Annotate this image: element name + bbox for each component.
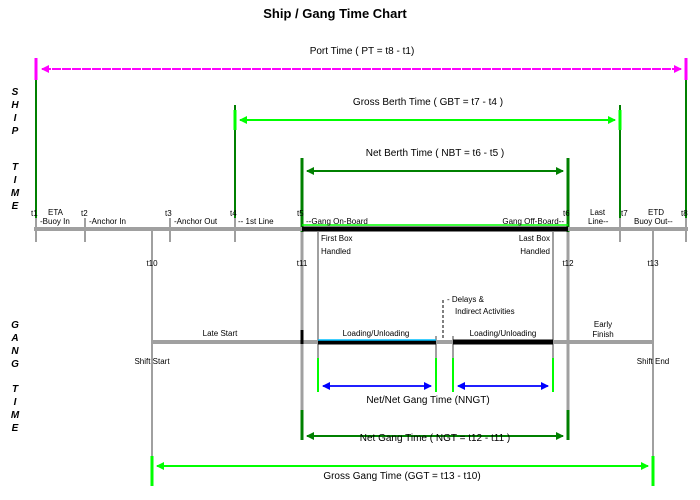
shift-end-label: Shift End [637, 357, 669, 366]
t1-label: t1 [31, 209, 38, 218]
t2-label: t2 [81, 209, 88, 218]
side-letter: E [12, 423, 19, 434]
t3-label: t3 [165, 209, 172, 218]
first-box-handled-label: Handled [321, 247, 351, 256]
side-letter: A [10, 333, 18, 344]
t5-label: t5 [297, 209, 304, 218]
etd-label: ETD [648, 208, 664, 217]
side-letter: T [12, 162, 19, 173]
side-letter: M [11, 188, 20, 199]
indirect-activities-label: Indirect Activities [455, 307, 515, 316]
t11-label: t11 [297, 259, 308, 268]
net-gang-label: Net Gang Time ( NGT = t12 - t11 ) [360, 433, 511, 444]
side-letter: I [14, 113, 17, 124]
t12-label: t12 [562, 259, 574, 268]
first-line-label: -- 1st Line [238, 217, 274, 226]
gross-gang-label: Gross Gang Time (GGT = t13 - t10) [323, 471, 480, 482]
t6-label: t6 [563, 209, 570, 218]
gross-berth-label: Gross Berth Time ( GBT = t7 - t4 ) [353, 97, 503, 108]
loading-label-2: Loading/Unloading [470, 329, 537, 338]
side-letter: H [11, 100, 19, 111]
nngt-label: Net/Net Gang Time (NNGT) [366, 395, 489, 406]
t10-label: t10 [146, 259, 158, 268]
t13-label: t13 [647, 259, 659, 268]
side-letter: I [14, 397, 17, 408]
last-box-label: Last Box [519, 234, 550, 243]
t7-label: t7 [621, 209, 628, 218]
chart-title: Ship / Gang Time Chart [263, 6, 407, 21]
t4-label: t4 [230, 209, 237, 218]
side-letter: E [12, 201, 19, 212]
buoy-out-label: Buoy Out-- [634, 217, 673, 226]
gang-on-board-label: --Gang On-Board [306, 217, 368, 226]
net-berth-label: Net Berth Time ( NBT = t6 - t5 ) [366, 148, 504, 159]
ship-time-side-label: S H I P T I M E [11, 87, 20, 212]
shift-start-label: Shift Start [134, 357, 170, 366]
delays-label: - Delays & [447, 295, 485, 304]
last-label: Last [590, 208, 606, 217]
eta-label: ETA [48, 208, 64, 217]
gang-off-board-label: Gang Off-Board-- [502, 217, 564, 226]
line-label: Line-- [588, 217, 609, 226]
side-letter: I [14, 175, 17, 186]
port-time-label: Port Time ( PT = t8 - t1) [310, 46, 415, 57]
anchor-out-label: -Anchor Out [174, 217, 218, 226]
side-letter: G [11, 320, 19, 331]
ship-ticks [35, 218, 687, 242]
finish-label: Finish [592, 330, 613, 339]
late-start-label: Late Start [203, 329, 238, 338]
loading-label-1: Loading/Unloading [343, 329, 410, 338]
side-letter: P [12, 126, 19, 137]
side-letter: S [12, 87, 19, 98]
side-letter: M [11, 410, 20, 421]
anchor-in-label: -Anchor In [89, 217, 126, 226]
buoy-in-label: -Buoy In [40, 217, 70, 226]
first-box-label: First Box [321, 234, 353, 243]
early-label: Early [594, 320, 612, 329]
side-letter: G [11, 359, 19, 370]
side-letter: T [12, 384, 19, 395]
t8-label: t8 [681, 209, 688, 218]
gang-time-side-label: G A N G T I M E [10, 320, 19, 434]
side-letter: N [11, 346, 19, 357]
last-box-handled-label: Handled [520, 247, 550, 256]
